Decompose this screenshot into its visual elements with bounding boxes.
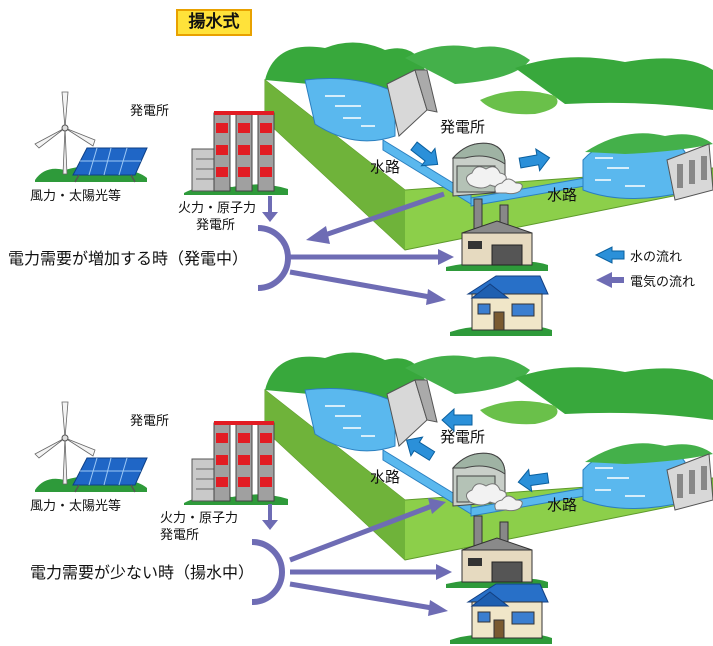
electricity-flow-arrows (251, 498, 452, 616)
panel-pumping: 発電所 水路 水路 風力・太陽光等 発電所 火力・原子力 発電所 電力需要が少な… (30, 351, 713, 645)
legend-water-flow: 水の流れ (630, 250, 682, 265)
thermal-label-line2: 発電所 (160, 528, 199, 543)
plant-label: 発電所 (130, 104, 169, 119)
water-flow-arrow-left (516, 466, 551, 494)
thermal-label-line1: 火力・原子力 (160, 511, 238, 526)
panel-generating: 発電所 水路 水路 風力・太陽光等 発電所 火力・原子力 発電所 電力需要が増加… (8, 41, 713, 337)
hydro-plant-label: 発電所 (440, 428, 485, 446)
channel-upper-label: 水路 (370, 158, 400, 176)
state-label-pumping: 電力需要が少ない時（揚水中） (30, 563, 254, 582)
thermal-plant-icon (182, 421, 290, 507)
electricity-flow-legend-icon (596, 272, 624, 288)
house-icon (449, 275, 553, 337)
hydro-plant-label: 発電所 (440, 118, 485, 136)
water-flow-arrow-right (517, 146, 552, 175)
renewable-label: 風力・太陽光等 (30, 498, 121, 514)
legend-electricity-flow: 電気の流れ (630, 274, 695, 290)
channel-lower-label: 水路 (547, 496, 577, 514)
electricity-flow-arrows (257, 191, 454, 305)
hydro-landscape-lower (264, 351, 713, 561)
house-icon (449, 583, 553, 645)
channel-upper-label: 水路 (370, 468, 400, 486)
renewable-label: 風力・太陽光等 (30, 188, 121, 204)
state-label-generating: 電力需要が増加する時（発電中） (8, 249, 248, 268)
channel-lower-label: 水路 (547, 186, 577, 204)
plant-label: 発電所 (130, 414, 169, 429)
thermal-label-line1: 火力・原子力 (178, 201, 256, 216)
thermal-plant-icon (182, 111, 290, 197)
thermal-label-line2: 発電所 (196, 218, 235, 233)
diagram-title: 揚水式 (176, 9, 252, 36)
water-flow-legend-icon (594, 246, 625, 264)
legend: 水の流れ 電気の流れ (594, 246, 695, 290)
hydro-landscape-upper (264, 41, 713, 251)
